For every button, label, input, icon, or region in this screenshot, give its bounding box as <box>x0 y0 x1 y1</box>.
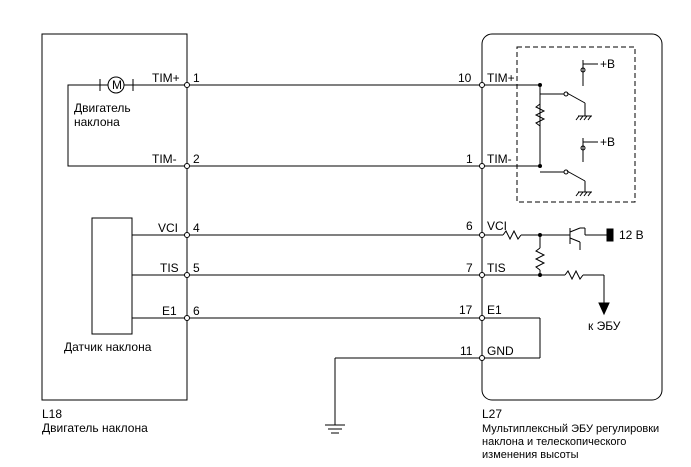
right-name-gnd: GND <box>487 344 514 358</box>
motor-symbol-label: M <box>112 78 122 92</box>
motor-label-line2: наклона <box>74 115 120 129</box>
ground-top-icon <box>575 115 592 121</box>
left-pin-5: 5 <box>193 261 200 275</box>
left-connector-code: L18 <box>42 407 62 421</box>
relay-dashed-box <box>516 46 636 203</box>
sensor-label: Датчик наклона <box>64 340 152 354</box>
right-component-box <box>481 33 663 401</box>
motor-loop <box>67 84 187 167</box>
left-component-box <box>41 33 188 401</box>
arrow-to-ecu-icon <box>598 302 610 316</box>
ground-chassis-icon <box>325 424 345 434</box>
right-connector-code: L27 <box>482 407 502 421</box>
right-pin-7: 7 <box>466 261 473 275</box>
tilt-sensor-box <box>91 217 133 335</box>
right-pin-10: 10 <box>458 71 472 85</box>
supply-12v: 12 В <box>619 228 644 242</box>
right-name-e1: E1 <box>487 303 502 317</box>
left-name-vci: VCI <box>158 221 178 235</box>
right-name-tis: TIS <box>487 261 506 275</box>
left-name-e1: E1 <box>162 304 177 318</box>
left-pin-1: 1 <box>193 71 200 85</box>
right-caption-line3: изменения высоты <box>482 449 579 461</box>
left-name-tim-minus: TIM- <box>152 152 177 166</box>
right-name-tim-minus: TIM- <box>487 152 512 166</box>
left-pin-4: 4 <box>193 221 200 235</box>
motor-label-line1: Двигатель <box>74 101 131 115</box>
right-pin-11: 11 <box>460 344 473 358</box>
left-pin-2: 2 <box>193 152 200 166</box>
transistor-icon <box>565 227 607 250</box>
to-ecu-label: к ЭБУ <box>588 319 621 333</box>
left-name-tim-plus: TIM+ <box>152 71 180 85</box>
left-pin-6: 6 <box>193 304 200 318</box>
right-pin-1: 1 <box>466 152 473 166</box>
right-name-vci: VCI <box>487 219 507 233</box>
right-pin-6: 6 <box>466 219 473 233</box>
right-caption-line2: наклона и телескопического <box>482 436 626 448</box>
ground-bottom-icon <box>575 191 592 197</box>
right-name-tim-plus: TIM+ <box>487 71 515 85</box>
motor-icon <box>99 76 134 94</box>
right-caption-line1: Мультиплексный ЭБУ регулировки <box>482 423 659 435</box>
plus-b-top: +B <box>600 57 615 71</box>
supply-terminal <box>606 228 614 242</box>
left-connector-caption: Двигатель наклона <box>42 421 148 435</box>
left-name-tis: TIS <box>160 261 179 275</box>
plus-b-bottom: +B <box>600 135 615 149</box>
right-pin-17: 17 <box>459 303 473 317</box>
